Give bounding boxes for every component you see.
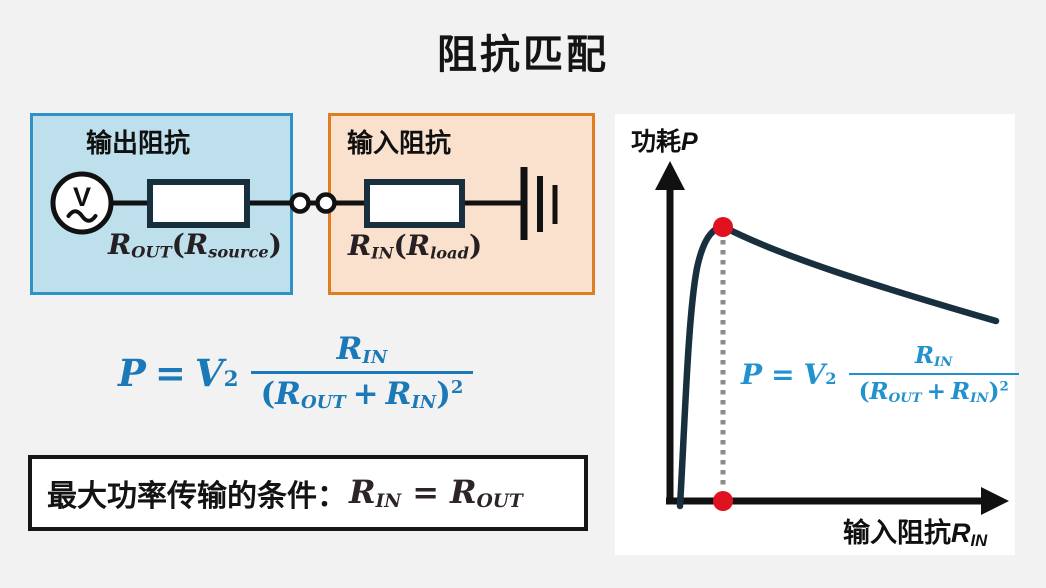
math-sub: OUT (888, 390, 922, 407)
math-exponent: 2 (223, 366, 239, 392)
fraction-numerator: RIN (905, 344, 963, 373)
x-axis-label-sub: IN (970, 531, 988, 551)
y-axis-label-var: P (681, 128, 698, 156)
math-sub: source (208, 242, 269, 262)
axis-marker-dot (713, 491, 733, 511)
condition-equation: RIN=ROUT (349, 473, 523, 512)
graph-axes (655, 161, 1009, 515)
math-r: R (349, 473, 376, 512)
math-r: R (347, 229, 372, 262)
fraction: RIN (ROUT+RIN)2 (250, 334, 474, 414)
y-axis-label-text: 功耗 (631, 128, 682, 156)
math-paren: ( (171, 228, 185, 261)
x-axis-label: 输入阻抗RIN (843, 520, 987, 550)
x-axis-label-var: R (951, 518, 971, 548)
fraction-denominator: (ROUT+RIN)2 (848, 373, 1019, 407)
peak-marker-dot (713, 217, 733, 237)
math-paren: ) (468, 229, 483, 262)
math-r: R (336, 331, 363, 367)
y-axis-label: 功耗P (631, 130, 698, 155)
math-paren: ( (393, 229, 407, 262)
math-r: R (108, 228, 132, 261)
fraction: RIN (ROUT+RIN)2 (848, 344, 1019, 407)
math-r: R (406, 229, 431, 262)
math-sub: IN (371, 243, 394, 263)
math-sub: IN (362, 346, 388, 368)
y-axis-arrow-icon (655, 161, 685, 190)
page-title: 阻抗匹配 (437, 33, 609, 77)
math-r: R (914, 342, 934, 369)
math-sub: OUT (476, 491, 523, 513)
math-sub: load (430, 243, 469, 263)
math-paren: ( (858, 378, 870, 406)
ac-tilde-icon (66, 209, 98, 223)
voltage-source-symbol: V (73, 182, 91, 212)
math-exponent: 2 (450, 376, 464, 398)
math-v: V (194, 350, 224, 395)
fraction-numerator: RIN (327, 334, 398, 371)
rout-rsource-label: ROUT(Rsource) (108, 231, 282, 261)
math-sub: IN (375, 491, 402, 513)
math-paren: ) (268, 228, 282, 261)
rin-rload-label: RIN(Rload) (345, 232, 485, 262)
math-equals: = (771, 357, 795, 391)
x-axis-label-text: 输入阻抗 (843, 518, 951, 548)
math-plus: + (352, 376, 379, 413)
math-r: R (184, 228, 209, 261)
condition-text: 最大功率传输的条件： (47, 480, 347, 513)
math-paren: ( (260, 376, 276, 413)
math-r: R (869, 378, 889, 406)
math-p: P (741, 357, 763, 391)
power-curve (676, 223, 1000, 510)
resistor-rin (364, 179, 465, 228)
math-plus: + (926, 378, 947, 406)
ground-icon (520, 167, 558, 240)
math-r: R (275, 376, 301, 413)
ac-voltage-source-icon: V (50, 171, 114, 235)
fraction-denominator: (ROUT+RIN)2 (250, 370, 474, 414)
math-r: R (951, 378, 971, 406)
max-power-condition-box: 最大功率传输的条件： RIN=ROUT (28, 455, 588, 531)
x-axis-arrow-icon (981, 487, 1009, 515)
math-sub: OUT (131, 242, 172, 262)
math-r: R (450, 473, 477, 512)
math-sub: IN (411, 392, 437, 414)
math-exponent: 2 (999, 379, 1009, 395)
math-paren: ) (988, 378, 1000, 406)
terminal-node-right (315, 192, 337, 214)
math-sub: OUT (300, 392, 346, 414)
math-paren: ) (436, 376, 451, 413)
input-impedance-label: 输入阻抗 (347, 128, 452, 158)
math-r: R (385, 376, 412, 413)
terminal-node-left (289, 192, 311, 214)
math-equals: = (154, 350, 186, 395)
math-p: P (118, 350, 146, 395)
math-equals: = (412, 473, 440, 512)
math-sub: IN (934, 353, 953, 370)
math-sub: IN (970, 390, 989, 407)
output-impedance-label: 输出阻抗 (86, 128, 191, 158)
math-exponent: 2 (825, 368, 837, 388)
math-v: V (803, 357, 826, 391)
resistor-rout (147, 179, 250, 228)
